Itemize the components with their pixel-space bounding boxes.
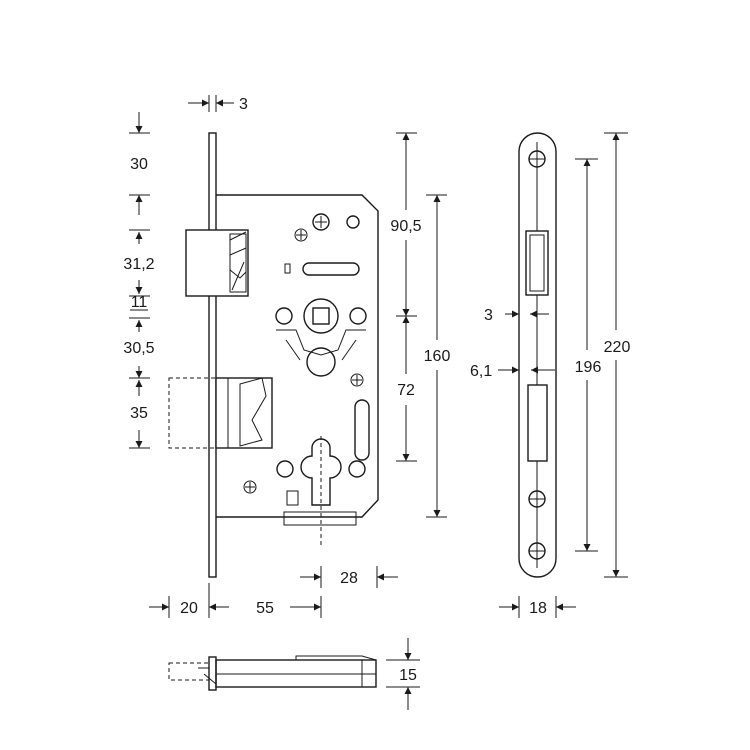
latch-bolt: [185, 229, 249, 297]
dim-face-20: 20: [180, 600, 198, 617]
dim-bottom-28: 28: [340, 570, 358, 587]
dim-backset-top: 90,5: [390, 218, 421, 235]
front-latch-opening: [525, 230, 549, 296]
screw-mid: [350, 373, 364, 387]
dim-bolt-height: 35: [130, 405, 148, 422]
follower: [275, 298, 367, 377]
front-view: [518, 132, 557, 578]
top-view: 15: [168, 638, 420, 710]
dim-72: 72: [397, 382, 415, 399]
cylinder-cutout: [300, 436, 342, 545]
dim-faceplate-thickness: 3: [239, 96, 248, 113]
screw-left: [294, 228, 308, 242]
lock-body: [216, 194, 379, 518]
slot-right: [354, 399, 370, 461]
faceplate: [208, 132, 217, 578]
dead-bolt: [168, 377, 273, 449]
dim-depth-15: 15: [399, 667, 417, 684]
screw-hole-top: [312, 213, 330, 231]
screw-cyl-right: [348, 460, 366, 478]
body-dimensions: 90,5 72 160 28 20 55: [149, 132, 451, 618]
indicator-square: [284, 263, 291, 274]
front-faceplate: [518, 132, 557, 578]
dim-hole-196: 196: [575, 359, 602, 376]
dim-gap: 11: [131, 294, 148, 311]
screw-cyl-left: [276, 460, 294, 478]
pin-hole: [346, 215, 360, 229]
dim-latch-height: 31,2: [123, 256, 154, 273]
top-faceplate: [208, 656, 217, 691]
dim-front-3: 3: [484, 307, 493, 324]
bottom-box: [286, 490, 299, 506]
front-dimensions: 3 6,1 196 220 18: [470, 132, 631, 618]
left-dimensions: 30 31,2 11 30,5 35 3: [123, 95, 248, 449]
dim-backset-55: 55: [256, 600, 274, 617]
slot-top: [302, 262, 360, 276]
side-view: [168, 132, 379, 578]
dim-body-height: 160: [424, 348, 451, 365]
dim-top-offset: 30: [130, 156, 148, 173]
dim-face-220: 220: [604, 339, 631, 356]
screw-bottom: [243, 480, 257, 494]
front-bolt-opening: [527, 384, 548, 462]
dim-front-6-1: 6,1: [470, 363, 492, 380]
dim-gap-to-bolt: 30,5: [123, 340, 154, 357]
dim-face-width-18: 18: [529, 600, 547, 617]
